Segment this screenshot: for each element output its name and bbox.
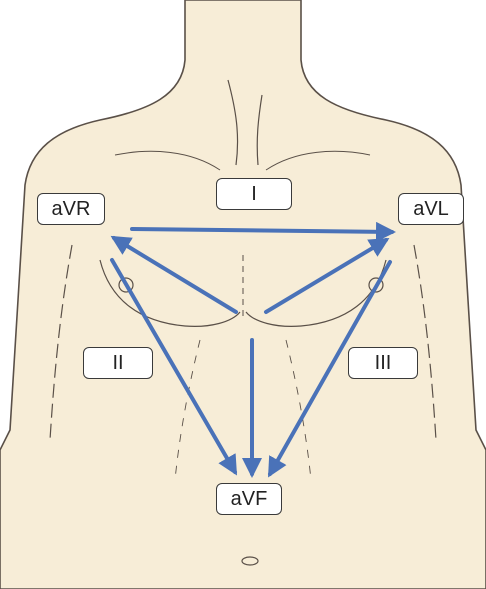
lead-label-avl: aVL [398,193,464,225]
lead-label-avr: aVR [37,193,105,225]
lead-label-ii: II [83,347,153,379]
lead-label-i: I [216,178,292,210]
lead-label-iii: III [348,347,418,379]
lead-label-avf: aVF [216,483,282,515]
